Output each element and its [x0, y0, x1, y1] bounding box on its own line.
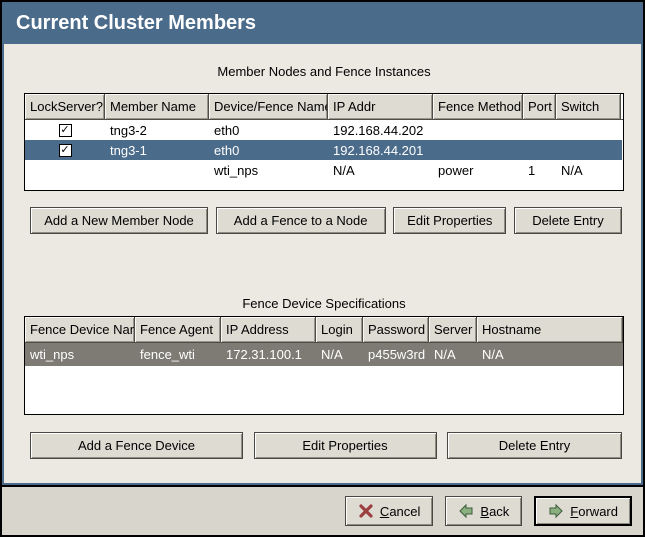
member-table-caption: Member Nodes and Fence Instances	[24, 64, 624, 79]
table-row-wti-nps-device-selected[interactable]: wti_nps fence_wti 172.31.100.1 N/A p455w…	[25, 343, 623, 366]
add-fence-device-button[interactable]: Add a Fence Device	[30, 432, 243, 459]
login-cell: N/A	[316, 347, 363, 362]
table-row-tng3-1-selected[interactable]: ✓ tng3-1 eth0 192.168.44.201	[25, 140, 622, 160]
fence-table-header: Fence Device Name Fence Agent IP Address…	[25, 317, 623, 343]
back-label: Back	[480, 504, 509, 519]
port-cell: 1	[523, 163, 556, 178]
column-header-login[interactable]: Login	[316, 317, 363, 342]
ip-address-cell: 172.31.100.1	[221, 347, 316, 362]
server-cell: N/A	[429, 347, 477, 362]
forward-button[interactable]: Forward	[534, 496, 632, 526]
column-header-member-name[interactable]: Member Name	[105, 94, 209, 119]
delete-entry-button[interactable]: Delete Entry	[514, 207, 622, 234]
cancel-x-icon	[358, 503, 374, 519]
column-header-lockserver[interactable]: LockServer?	[25, 94, 105, 119]
column-header-fence-agent[interactable]: Fence Agent	[135, 317, 221, 342]
ip-addr-cell: N/A	[328, 163, 433, 178]
column-header-port[interactable]: Port	[523, 94, 556, 119]
column-header-server[interactable]: Server	[429, 317, 477, 342]
forward-label: Forward	[570, 504, 618, 519]
lockserver-cell: ✓	[25, 124, 105, 137]
column-header-device-fence-name[interactable]: Device/Fence Name	[209, 94, 328, 119]
add-member-node-button[interactable]: Add a New Member Node	[30, 207, 208, 234]
cancel-label: Cancel	[380, 504, 420, 519]
fence-devices-table: Fence Device Name Fence Agent IP Address…	[24, 316, 624, 415]
column-header-switch[interactable]: Switch	[556, 94, 621, 119]
dialog-action-bar: Cancel Back Forward	[2, 487, 643, 535]
member-nodes-table: LockServer? Member Name Device/Fence Nam…	[24, 93, 624, 191]
add-fence-to-node-button[interactable]: Add a Fence to a Node	[216, 207, 386, 234]
cancel-button[interactable]: Cancel	[345, 496, 433, 526]
main-panel: Current Cluster Members Member Nodes and…	[2, 2, 643, 485]
column-header-fence-method[interactable]: Fence Method	[433, 94, 523, 119]
checkbox-checked[interactable]: ✓	[59, 144, 72, 157]
member-name-cell: tng3-2	[105, 123, 209, 138]
column-header-ip-address[interactable]: IP Address	[221, 317, 316, 342]
edit-properties-button[interactable]: Edit Properties	[393, 207, 506, 234]
ip-addr-cell: 192.168.44.202	[328, 123, 433, 138]
header-filler	[621, 94, 623, 119]
table-row-wti-nps-instance[interactable]: wti_nps N/A power 1 N/A	[25, 160, 622, 180]
hostname-cell: N/A	[477, 347, 623, 362]
fence-table-caption: Fence Device Specifications	[24, 296, 624, 311]
column-header-fence-device-name[interactable]: Fence Device Name	[25, 317, 135, 342]
arrow-right-icon	[548, 503, 564, 519]
device-fence-cell: eth0	[209, 143, 328, 158]
device-fence-cell: eth0	[209, 123, 328, 138]
member-button-row: Add a New Member Node Add a Fence to a N…	[30, 207, 622, 234]
back-button[interactable]: Back	[445, 496, 522, 526]
page-title: Current Cluster Members	[4, 2, 641, 44]
column-header-ip-addr[interactable]: IP Addr	[328, 94, 433, 119]
checkbox-checked[interactable]: ✓	[59, 124, 72, 137]
switch-cell: N/A	[556, 163, 621, 178]
table-row-tng3-2[interactable]: ✓ tng3-2 eth0 192.168.44.202	[25, 120, 622, 140]
fence-agent-cell: fence_wti	[135, 347, 221, 362]
device-fence-cell: wti_nps	[209, 163, 328, 178]
column-header-password[interactable]: Password	[363, 317, 429, 342]
column-header-hostname[interactable]: Hostname	[477, 317, 623, 342]
lockserver-cell: ✓	[25, 144, 105, 157]
edit-properties-button[interactable]: Edit Properties	[254, 432, 437, 459]
member-name-cell: tng3-1	[105, 143, 209, 158]
member-table-header: LockServer? Member Name Device/Fence Nam…	[25, 94, 623, 120]
delete-entry-button[interactable]: Delete Entry	[447, 432, 622, 459]
arrow-left-icon	[458, 503, 474, 519]
fence-method-cell: power	[433, 163, 523, 178]
fence-button-row: Add a Fence Device Edit Properties Delet…	[30, 432, 622, 459]
fence-device-name-cell: wti_nps	[25, 347, 135, 362]
password-cell: p455w3rd	[363, 347, 429, 362]
ip-addr-cell: 192.168.44.201	[328, 143, 433, 158]
